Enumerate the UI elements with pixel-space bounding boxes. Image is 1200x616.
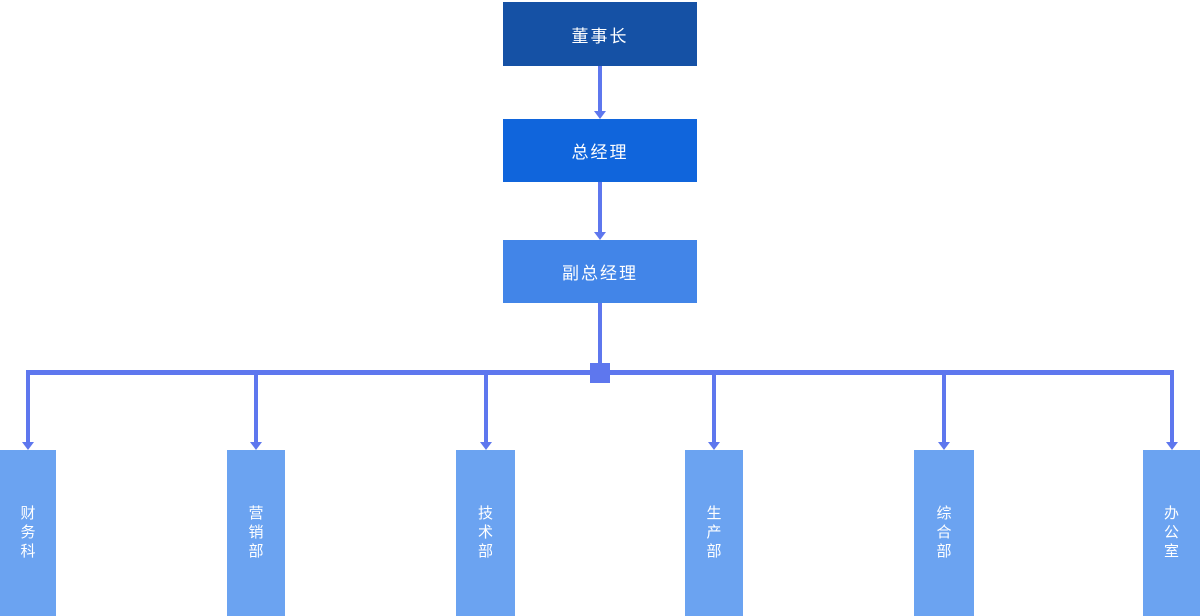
org-node-deputy-general-manager-label: 副总经理 (562, 264, 638, 284)
connector-drop-technology (484, 370, 488, 442)
connector-drop-marketing (254, 370, 258, 442)
arrow-down-icon (594, 111, 606, 119)
org-node-general-manager[interactable]: 总经理 (503, 119, 697, 182)
org-node-marketing[interactable]: 营销部 (227, 450, 285, 616)
connector-drop-office (1170, 370, 1174, 442)
connector-gm-to-dgm (598, 182, 602, 233)
arrow-down-icon (22, 442, 34, 450)
org-node-finance-label: 财务科 (18, 504, 37, 562)
org-node-deputy-general-manager[interactable]: 副总经理 (503, 240, 697, 303)
arrow-down-icon (708, 442, 720, 450)
arrow-down-icon (250, 442, 262, 450)
org-node-office[interactable]: 办公室 (1143, 450, 1200, 616)
org-node-technology[interactable]: 技术部 (456, 450, 515, 616)
org-node-technology-label: 技术部 (476, 504, 494, 562)
org-node-general-manager-label: 总经理 (571, 143, 629, 163)
arrow-down-icon (594, 232, 606, 240)
org-node-production[interactable]: 生产部 (685, 450, 743, 616)
connector-dgm-to-junction (598, 303, 602, 363)
org-node-production-label: 生产部 (704, 504, 723, 562)
connector-drop-general-affairs (942, 370, 946, 442)
arrow-down-icon (1166, 442, 1178, 450)
org-node-office-label: 办公室 (1162, 504, 1180, 562)
org-node-general-affairs-label: 综合部 (934, 504, 953, 562)
org-node-chairman[interactable]: 董事长 (503, 2, 697, 66)
connector-chairman-to-gm (598, 66, 602, 112)
connector-drop-finance (26, 370, 30, 442)
arrow-down-icon (938, 442, 950, 450)
org-node-general-affairs[interactable]: 综合部 (914, 450, 974, 616)
connector-horizontal-rail (26, 370, 1174, 375)
org-node-finance[interactable]: 财务科 (0, 450, 56, 616)
connector-drop-production (712, 370, 716, 442)
arrow-down-icon (480, 442, 492, 450)
org-node-chairman-label: 董事长 (571, 26, 629, 47)
org-node-marketing-label: 营销部 (246, 504, 265, 562)
